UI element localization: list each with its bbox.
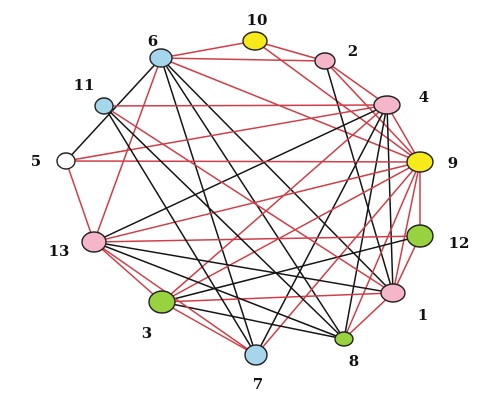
edge-4-13 [93,104,388,243]
node-label-13: 13 [49,242,70,260]
edge-4-5 [65,104,388,162]
edge-9-3 [161,161,421,303]
node-10 [242,31,268,51]
edge-9-7 [255,161,421,356]
node-label-8: 8 [349,352,359,370]
node-13 [81,231,107,253]
node-5 [56,152,76,170]
edge-6-10 [160,40,256,59]
edge-9-1 [392,161,421,294]
node-label-5: 5 [31,152,41,170]
node-1 [380,283,406,303]
node-label-9: 9 [448,154,458,172]
edge-12-13 [93,235,421,243]
node-label-10: 10 [247,11,268,29]
edge-layer [65,40,421,356]
edge-8-3 [161,301,345,340]
edge-11-7 [103,105,257,356]
node-label-12: 12 [449,234,470,252]
edge-1-13 [93,241,394,294]
node-12 [406,224,434,248]
node-label-3: 3 [142,324,152,342]
edge-4-8 [343,104,388,340]
node-4 [373,95,401,115]
edge-3-13 [93,241,163,303]
edge-6-5 [65,57,162,162]
edge-9-5 [65,160,421,163]
edge-7-3 [161,301,257,356]
edge-2-4 [324,60,388,106]
node-7 [244,344,268,366]
edge-9-8 [343,161,421,340]
node-8 [334,331,354,347]
edge-1-8 [343,292,394,340]
edge-6-1 [160,57,394,294]
node-3 [148,290,176,314]
node-layer [56,31,434,366]
edge-4-3 [161,104,388,303]
edge-4-11 [103,104,388,107]
node-9 [406,151,434,173]
edge-8-11 [103,105,345,340]
edge-6-2 [160,57,326,62]
node-label-11: 11 [74,76,95,94]
edge-8-13 [93,241,345,340]
node-label-4: 4 [419,88,429,106]
label-layer: 10 2 4 9 12 1 8 7 3 13 5 11 6 [31,11,470,393]
node-label-2: 2 [348,42,358,60]
edge-12-3 [161,235,421,303]
node-11 [94,97,114,115]
edge-9-13 [93,161,421,243]
node-label-1: 1 [418,306,428,324]
edge-6-9 [160,57,421,163]
node-label-6: 6 [148,32,158,50]
edge-1-11 [103,105,394,294]
node-2 [314,52,336,70]
node-label-7: 7 [253,375,263,393]
edge-6-8 [160,57,345,340]
edge-13-5 [65,160,95,243]
edge-1-3 [161,292,394,303]
edge-4-1 [386,104,394,294]
node-6 [149,48,173,68]
